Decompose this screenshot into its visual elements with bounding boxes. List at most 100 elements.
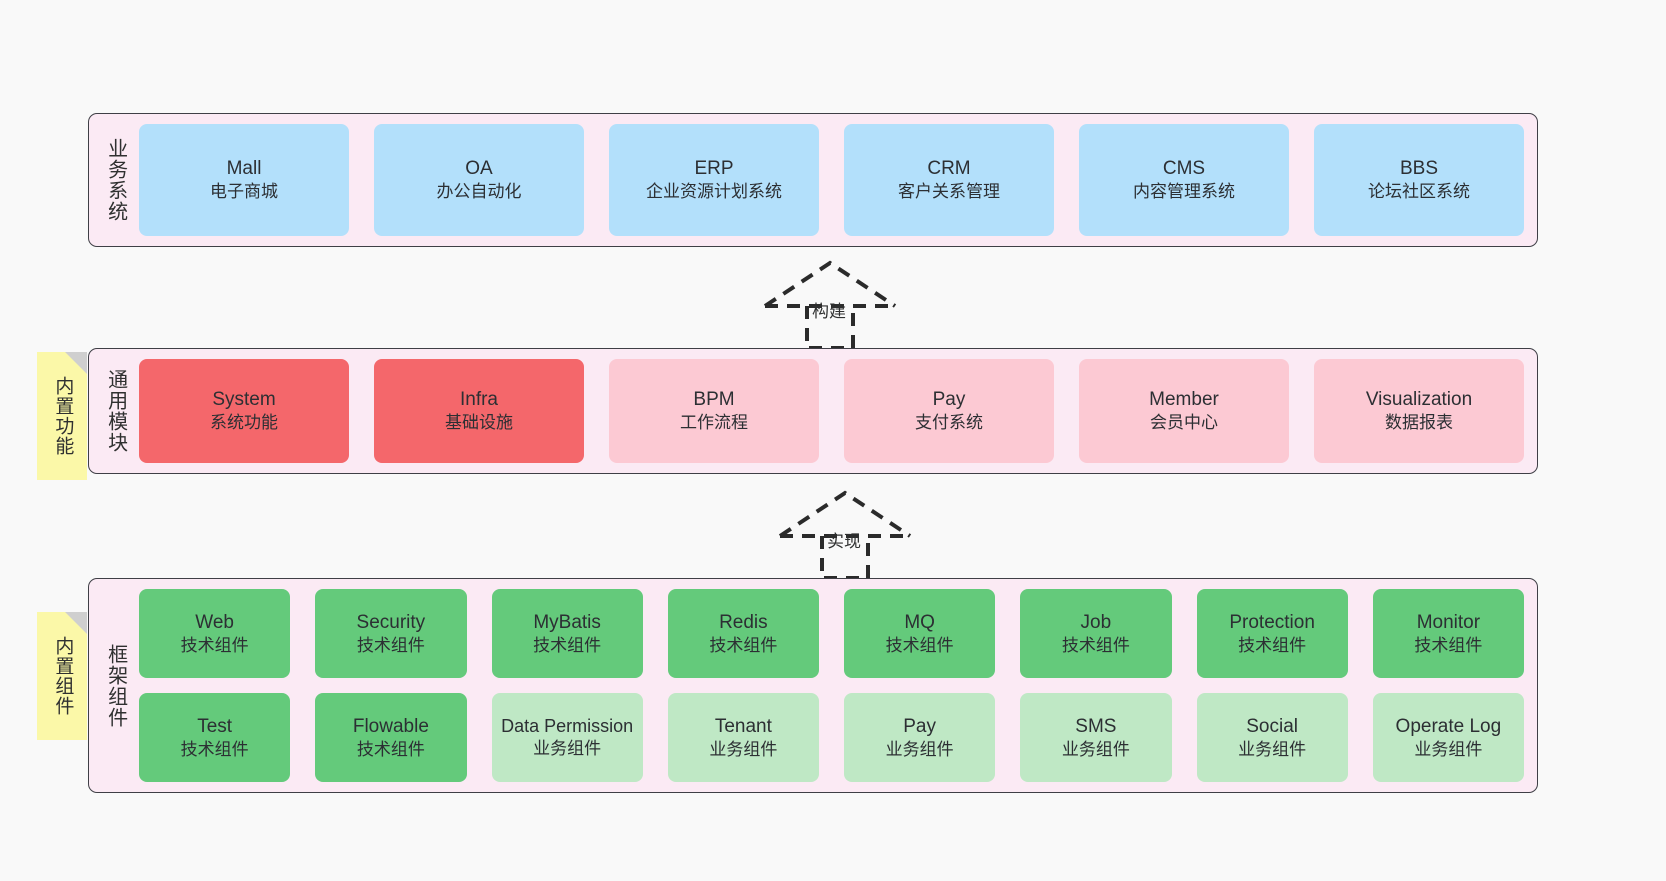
layer-body-business-systems: Mall 电子商城 OA 办公自动化 ERP 企业资源计划系统 CRM 客户关系…	[133, 124, 1524, 236]
box-job[interactable]: Job 技术组件	[1020, 589, 1172, 678]
box-subtitle: 技术组件	[356, 739, 425, 759]
layer-body-common-modules: System 系统功能 Infra 基础设施 BPM 工作流程 Pay 支付系统…	[133, 359, 1524, 463]
box-subtitle: 基础设施	[445, 413, 513, 433]
layer-title-framework-components: 框架组件	[104, 643, 127, 728]
box-mall[interactable]: Mall 电子商城	[139, 124, 349, 236]
box-subtitle: 业务组件	[1061, 739, 1130, 759]
box-title: Mall	[226, 158, 262, 180]
box-oa[interactable]: OA 办公自动化	[374, 124, 584, 236]
dashed-hollow-arrow-icon	[763, 260, 897, 350]
connector-build: 构建	[760, 258, 900, 350]
box-mq[interactable]: MQ 技术组件	[844, 589, 996, 678]
box-subtitle: 技术组件	[533, 635, 602, 655]
box-crm[interactable]: CRM 客户关系管理	[844, 124, 1054, 236]
box-subtitle: 技术组件	[885, 635, 954, 655]
box-subtitle: 业务组件	[885, 739, 954, 759]
box-title: Test	[197, 715, 233, 737]
connector-implement-label: 实现	[827, 532, 861, 551]
layer-common-modules[interactable]: 通用模块 System 系统功能 Infra 基础设施 BPM 工作流程 Pay	[88, 348, 1538, 474]
box-pay-component[interactable]: Pay 业务组件	[844, 693, 996, 782]
box-title: Visualization	[1365, 389, 1473, 411]
box-subtitle: 客户关系管理	[898, 182, 1000, 202]
box-flowable[interactable]: Flowable 技术组件	[315, 693, 467, 782]
box-title: Job	[1080, 611, 1112, 633]
layer-body-framework-components: Web 技术组件 Security 技术组件 MyBatis 技术组件 Redi…	[133, 589, 1524, 782]
row-common-modules: System 系统功能 Infra 基础设施 BPM 工作流程 Pay 支付系统…	[139, 359, 1524, 463]
box-member[interactable]: Member 会员中心	[1079, 359, 1289, 463]
box-infra[interactable]: Infra 基础设施	[374, 359, 584, 463]
box-subtitle: 工作流程	[680, 413, 748, 433]
box-title: OA	[465, 158, 493, 180]
box-mybatis[interactable]: MyBatis 技术组件	[491, 589, 643, 678]
sticky-note-builtin-components: 内置组件	[37, 612, 87, 740]
box-title: Redis	[719, 611, 768, 633]
box-subtitle: 论坛社区系统	[1368, 182, 1470, 202]
box-subtitle: 业务组件	[1414, 739, 1483, 759]
box-title: CRM	[927, 158, 971, 180]
box-pay-module[interactable]: Pay 支付系统	[844, 359, 1054, 463]
box-subtitle: 技术组件	[1414, 635, 1483, 655]
box-title: System	[212, 389, 276, 411]
dashed-hollow-arrow-icon	[778, 490, 912, 580]
box-subtitle: 电子商城	[210, 182, 278, 202]
box-subtitle: 业务组件	[533, 739, 602, 759]
box-security[interactable]: Security 技术组件	[315, 589, 467, 678]
box-cms[interactable]: CMS 内容管理系统	[1079, 124, 1289, 236]
box-test[interactable]: Test 技术组件	[139, 693, 291, 782]
box-subtitle: 内容管理系统	[1133, 182, 1235, 202]
box-subtitle: 支付系统	[915, 413, 983, 433]
box-title: Web	[195, 611, 234, 633]
box-social[interactable]: Social 业务组件	[1196, 693, 1348, 782]
box-sms[interactable]: SMS 业务组件	[1020, 693, 1172, 782]
row-technical-components: Web 技术组件 Security 技术组件 MyBatis 技术组件 Redi…	[139, 589, 1524, 678]
layer-business-systems[interactable]: 业务系统 Mall 电子商城 OA 办公自动化 ERP 企业资源计划系统 CRM	[88, 113, 1538, 247]
sticky-note-label: 内置组件	[52, 636, 74, 716]
box-web[interactable]: Web 技术组件	[139, 589, 291, 678]
box-subtitle: 会员中心	[1150, 413, 1218, 433]
box-title: Data Permission	[501, 716, 634, 737]
row-business-systems: Mall 电子商城 OA 办公自动化 ERP 企业资源计划系统 CRM 客户关系…	[139, 124, 1524, 236]
sticky-note-builtin-features: 内置功能	[37, 352, 87, 480]
layer-framework-components[interactable]: 框架组件 Web 技术组件 Security 技术组件 MyBatis 技术组件…	[88, 578, 1538, 793]
box-title: MQ	[904, 611, 935, 633]
box-visualization[interactable]: Visualization 数据报表	[1314, 359, 1524, 463]
layer-title-common-modules: 通用模块	[104, 369, 127, 453]
box-bpm[interactable]: BPM 工作流程	[609, 359, 819, 463]
box-title: CMS	[1162, 158, 1206, 180]
box-title: Social	[1246, 715, 1298, 737]
box-bbs[interactable]: BBS 论坛社区系统	[1314, 124, 1524, 236]
box-subtitle: 业务组件	[709, 739, 778, 759]
box-tenant[interactable]: Tenant 业务组件	[667, 693, 819, 782]
box-title: Monitor	[1416, 611, 1481, 633]
box-redis[interactable]: Redis 技术组件	[667, 589, 819, 678]
box-system[interactable]: System 系统功能	[139, 359, 349, 463]
box-title: ERP	[694, 158, 734, 180]
box-data-permission[interactable]: Data Permission 业务组件	[491, 693, 643, 782]
connector-build-label: 构建	[812, 302, 846, 321]
box-subtitle: 技术组件	[180, 635, 249, 655]
box-subtitle: 技术组件	[1238, 635, 1307, 655]
box-title: Pay	[903, 715, 936, 737]
box-erp[interactable]: ERP 企业资源计划系统	[609, 124, 819, 236]
box-subtitle: 技术组件	[1061, 635, 1130, 655]
box-subtitle: 系统功能	[210, 413, 278, 433]
box-title: BPM	[693, 389, 735, 411]
box-title: Tenant	[714, 715, 772, 737]
box-title: Protection	[1229, 611, 1315, 633]
box-subtitle: 技术组件	[180, 739, 249, 759]
row-business-components: Test 技术组件 Flowable 技术组件 Data Permission …	[139, 693, 1524, 782]
box-operate-log[interactable]: Operate Log 业务组件	[1372, 693, 1524, 782]
layer-title-business-systems: 业务系统	[104, 138, 127, 222]
box-subtitle: 技术组件	[356, 635, 425, 655]
box-title: Pay	[932, 389, 966, 411]
box-title: SMS	[1075, 715, 1117, 737]
sticky-note-label: 内置功能	[52, 376, 74, 456]
box-monitor[interactable]: Monitor 技术组件	[1372, 589, 1524, 678]
box-title: Member	[1149, 389, 1219, 411]
box-title: Operate Log	[1395, 715, 1502, 737]
box-title: MyBatis	[533, 611, 601, 633]
connector-implement: 实现	[775, 488, 915, 580]
box-protection[interactable]: Protection 技术组件	[1196, 589, 1348, 678]
box-subtitle: 业务组件	[1238, 739, 1307, 759]
